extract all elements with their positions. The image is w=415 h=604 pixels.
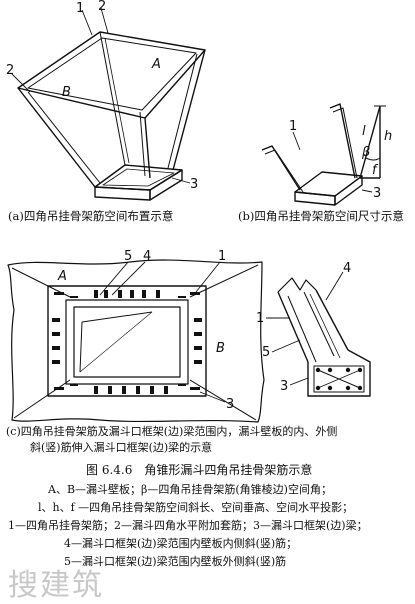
label-c-5: 5 [124,249,132,264]
pyramid-edge-front-left [17,87,96,188]
note-line-5: 5—漏斗口框架(边)梁范围内壁板外侧斜(竖)筋 [64,555,287,568]
label-b-1: 1 [289,119,297,134]
label-d-1: 1 [256,311,264,326]
note-line-4: 4—漏斗口框架(边)梁范围内壁板内侧斜(竖)筋； [64,537,298,550]
label-c-A: A [57,269,67,284]
caption-a: (a)四角吊挂骨架筋空间布置示意 [8,209,174,223]
hopper-rim-outer [17,31,206,119]
label-b-h: h [384,129,392,144]
pyramid-edge-front-right [144,117,151,179]
angle-beta-arc [365,157,381,161]
figure-title: 图 6.4.6 角锥形漏斗四角吊挂骨架筋示意 [86,463,313,477]
label-d-4: 4 [343,261,351,276]
diagram-c [7,259,265,423]
caption-b: (b)四角吊挂骨架筋空间尺寸示意 [238,209,404,223]
diagram-a [11,7,206,201]
wall-inner-face [315,289,349,351]
outlet-beam-section [307,349,371,397]
outlet-frame-beam-front [94,186,151,201]
rebar-dots-d [315,367,363,391]
beam-stirrup [313,365,365,393]
label-b-3: 3 [373,186,381,201]
label-d-3: 3 [280,379,288,394]
label-b-l: l [362,124,366,139]
label-a-1: 1 [76,1,84,16]
outlet-frame-beam-side [149,169,183,201]
outlet-frame-b-side [334,175,363,206]
note-line-2: l、h、f —四角吊挂骨架筋空间斜长、空间垂高、空间水平投影； [38,501,354,514]
wall-break-boundary [7,259,265,423]
wall-outer-face [277,291,309,363]
label-a-3: 3 [190,177,198,192]
label-c-B: B [216,341,225,356]
diagram-b [261,103,386,206]
pyramid-edge-back-left [99,31,126,166]
outlet-frame-b-front [294,191,336,206]
label-c-3: 3 [226,397,234,412]
note-line-3: 1—四角吊挂骨架筋；2—漏斗四角水平附加套筋；3—漏斗口框架(边)梁； [8,519,368,532]
caption-c-line1: (c)四角吊挂骨架筋及漏斗口框架(边)梁范围内，漏斗壁板的内、外侧 [6,425,338,438]
pyramid-edge-back-right [172,49,206,171]
outlet-frame-beam-outer [47,285,207,397]
label-d-5: 5 [262,345,270,360]
label-a-2b: 2 [6,63,14,78]
hopper-rim-inner [27,37,197,111]
dimension-l [359,105,381,179]
outlet-opening [73,306,181,378]
outlet-frame-beam-inner [65,299,189,385]
label-a-A: A [151,57,161,72]
label-c-1: 1 [218,249,226,264]
label-a-B: B [62,85,71,100]
label-a-2: 2 [98,0,106,14]
label-b-beta: β [361,145,370,160]
note-line-1: A、B—漏斗壁板；β—四角吊挂骨架筋(角锥棱边)空间角； [48,483,332,496]
diagram-d [266,271,371,397]
caption-c-line2: 斜(竖)筋伸入漏斗口框架(边)梁的示意 [30,441,213,454]
label-c-4: 4 [143,249,151,264]
label-b-f: f [372,163,379,178]
hanger-bar-left [261,145,301,191]
rebar-ticks-c [52,290,202,394]
watermark-text: 搜建筑 [8,568,104,603]
hanger-bar-right [329,103,356,179]
